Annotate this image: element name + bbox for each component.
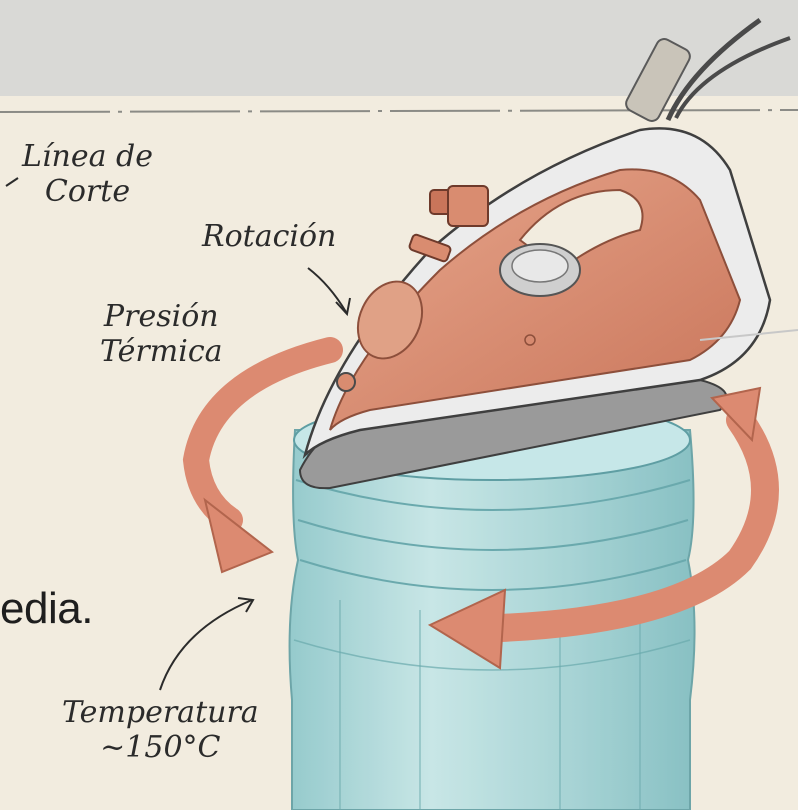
- cut-line-label-line2: Corte: [22, 175, 153, 210]
- temperature-label-line2: ~150°C: [62, 731, 259, 766]
- thermal-pressure-label-line2: Térmica: [100, 335, 223, 370]
- thermal-pressure-label-line1: Presión: [100, 300, 223, 335]
- cut-line-label-line1: Línea de: [22, 140, 153, 175]
- temperature-label: Temperatura ~150°C: [62, 696, 259, 765]
- rotation-label: Rotación: [202, 220, 336, 255]
- cut-line-label: Línea de Corte: [22, 140, 153, 209]
- body-text-fragment: edia.: [0, 584, 93, 634]
- thermal-pressure-label: Presión Térmica: [100, 300, 223, 369]
- temperature-label-line1: Temperatura: [62, 696, 259, 731]
